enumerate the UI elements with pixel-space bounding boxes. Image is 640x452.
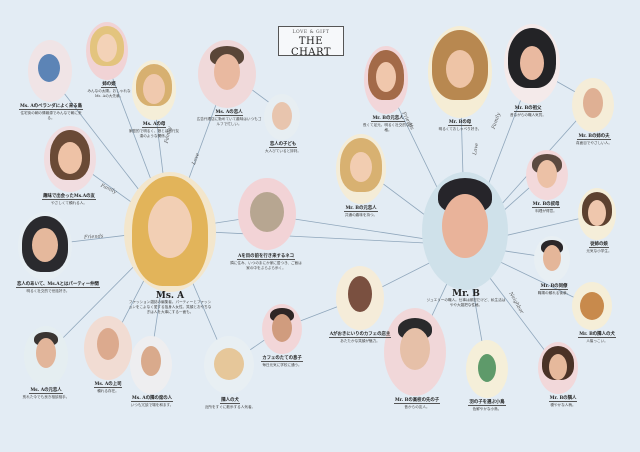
caption-ms-a: Ms. A ファッション雑誌の編集者。パーティーとファッションをこよなく愛する独… [128,291,212,315]
portrait-a-mother[interactable] [132,60,176,120]
portrait-bird-b[interactable] [466,340,508,398]
caption-cafe-son: カフェのたての息子 毎日元気に学校に通う。 [261,356,303,367]
portrait-a-friend1[interactable] [44,126,96,192]
portrait-cafe-owner[interactable] [336,266,384,330]
caption-dog-a: 隣人の犬 近所をすぐに散歩する人気者。 [204,398,256,409]
portrait-cat[interactable] [238,178,296,250]
portrait-b-cousin[interactable] [578,188,616,240]
portrait-b-lover[interactable] [364,46,408,114]
portrait-b-nephew[interactable] [534,236,570,282]
portrait-b-father[interactable] [504,24,560,104]
caption-a-coworker: Ms. Aの隣の席の人 いつも冗談で場を和ます。 [130,396,174,407]
portrait-b-friend[interactable] [336,134,386,204]
caption-a-boss: Ms. Aの上司 頼れる存在。 [93,382,123,393]
portrait-a-uncle[interactable] [24,326,68,386]
caption-b-aunt: Mr. Bの叔母 料理が得意。 [531,202,561,213]
caption-a-sister: 姉の姫 みんなの太陽。おしゃれな Ms. Aの大先輩。 [87,82,131,98]
portrait-a-lover[interactable] [198,40,256,108]
caption-cafe-owner: Aがおきにいりのカフェの店主 あたたかな笑顔が魅力。 [328,332,392,343]
caption-b-friend: Mr. Bの元恋人 共通の趣味を持つ。 [344,206,378,217]
caption-b-lover: Mr. Bの元恋人 長くて足元。明るく社交的な性格。 [362,116,414,132]
portrait-b-aunt[interactable] [526,150,568,200]
chart-title: THE CHART [290,36,332,58]
portrait-mr-b[interactable] [422,172,508,290]
caption-bird-b: 羽の子を選ぶ小鳥 色鮮やかな小鳥。 [468,400,506,411]
caption-a-bird: Ms. Aのベランダによく来る鳥 住宅街の朝の情報源でみんなで朝に来る。 [18,104,84,120]
portrait-a-bird[interactable] [28,40,72,102]
portrait-b-neighbor[interactable] [538,342,578,394]
caption-lover-son: 恋人の子ども 大人びていると評判。 [265,142,301,153]
caption-a-mother: Ms. Aの母 家庭的で明るく、娘とは旅行友達のような関係。 [128,122,180,138]
caption-b-mother: Mr. Bの母 明るくておしゃべり好き。 [438,120,482,131]
portrait-b-mother[interactable] [428,26,492,118]
caption-mr-b: Mr. B ジュエリーの職人。仕事は緻密だけど、私生活はやや大雑把な性格。 [426,289,506,308]
portrait-b-dog[interactable] [572,282,612,330]
portrait-b-boy[interactable] [384,308,446,396]
portrait-dog-a[interactable] [204,336,254,394]
portrait-a-coworker[interactable] [130,336,172,394]
caption-a-friend2: 恋人のあいて、Ms.Aとはパーティー仲間 明るく社交的で世話好き。 [16,282,100,293]
caption-b-sister: Mr. Bの姉の夫 真面目でやさしい人。 [576,134,612,145]
portrait-a-sister[interactable] [86,22,128,80]
caption-b-nephew: Mr. Bの同僚 職場の頼れる後輩。 [537,284,571,295]
caption-b-boy: Mr. Bの高校の先の子 昔からの友人。 [393,398,441,409]
portrait-a-boss[interactable] [84,316,132,380]
chart-title-small: LOVE & GIFT [292,30,330,35]
caption-a-lover: Ms. Aの恋人 広告代理店に勤めていて趣味はいつもゴルフで忙しい。 [196,110,262,126]
chart-title-box: LOVE & GIFT THE CHART [278,26,344,58]
caption-b-father: Mr. Bの祖父 昔ながらの職人気質。 [510,106,546,117]
portrait-b-sister[interactable] [572,78,614,132]
portrait-a-friend2[interactable] [18,212,72,280]
caption-b-dog: Mr. Bの隣人の犬 人懐っこい。 [578,332,616,343]
portrait-ms-a[interactable] [124,172,216,292]
caption-b-neighbor: Mr. Bの隣人 穏やかな人柄。 [548,396,578,407]
caption-a-friend1: 趣味で出会ったMs.Aの友 やさしくて頼れる人。 [42,194,96,205]
portrait-lover-son[interactable] [264,94,300,140]
caption-b-cousin: 従姉の娘 元気な小学生。 [586,242,612,253]
caption-a-uncle: Ms. Aの元恋人 別れた今でも良き相談相手。 [22,388,70,399]
caption-cat: Aを目の前を行き来するネコ 隣に住み、いつのまにか家に居つき、ご飯は家の中をぶら… [230,254,302,270]
portrait-cafe-son[interactable] [262,304,302,354]
